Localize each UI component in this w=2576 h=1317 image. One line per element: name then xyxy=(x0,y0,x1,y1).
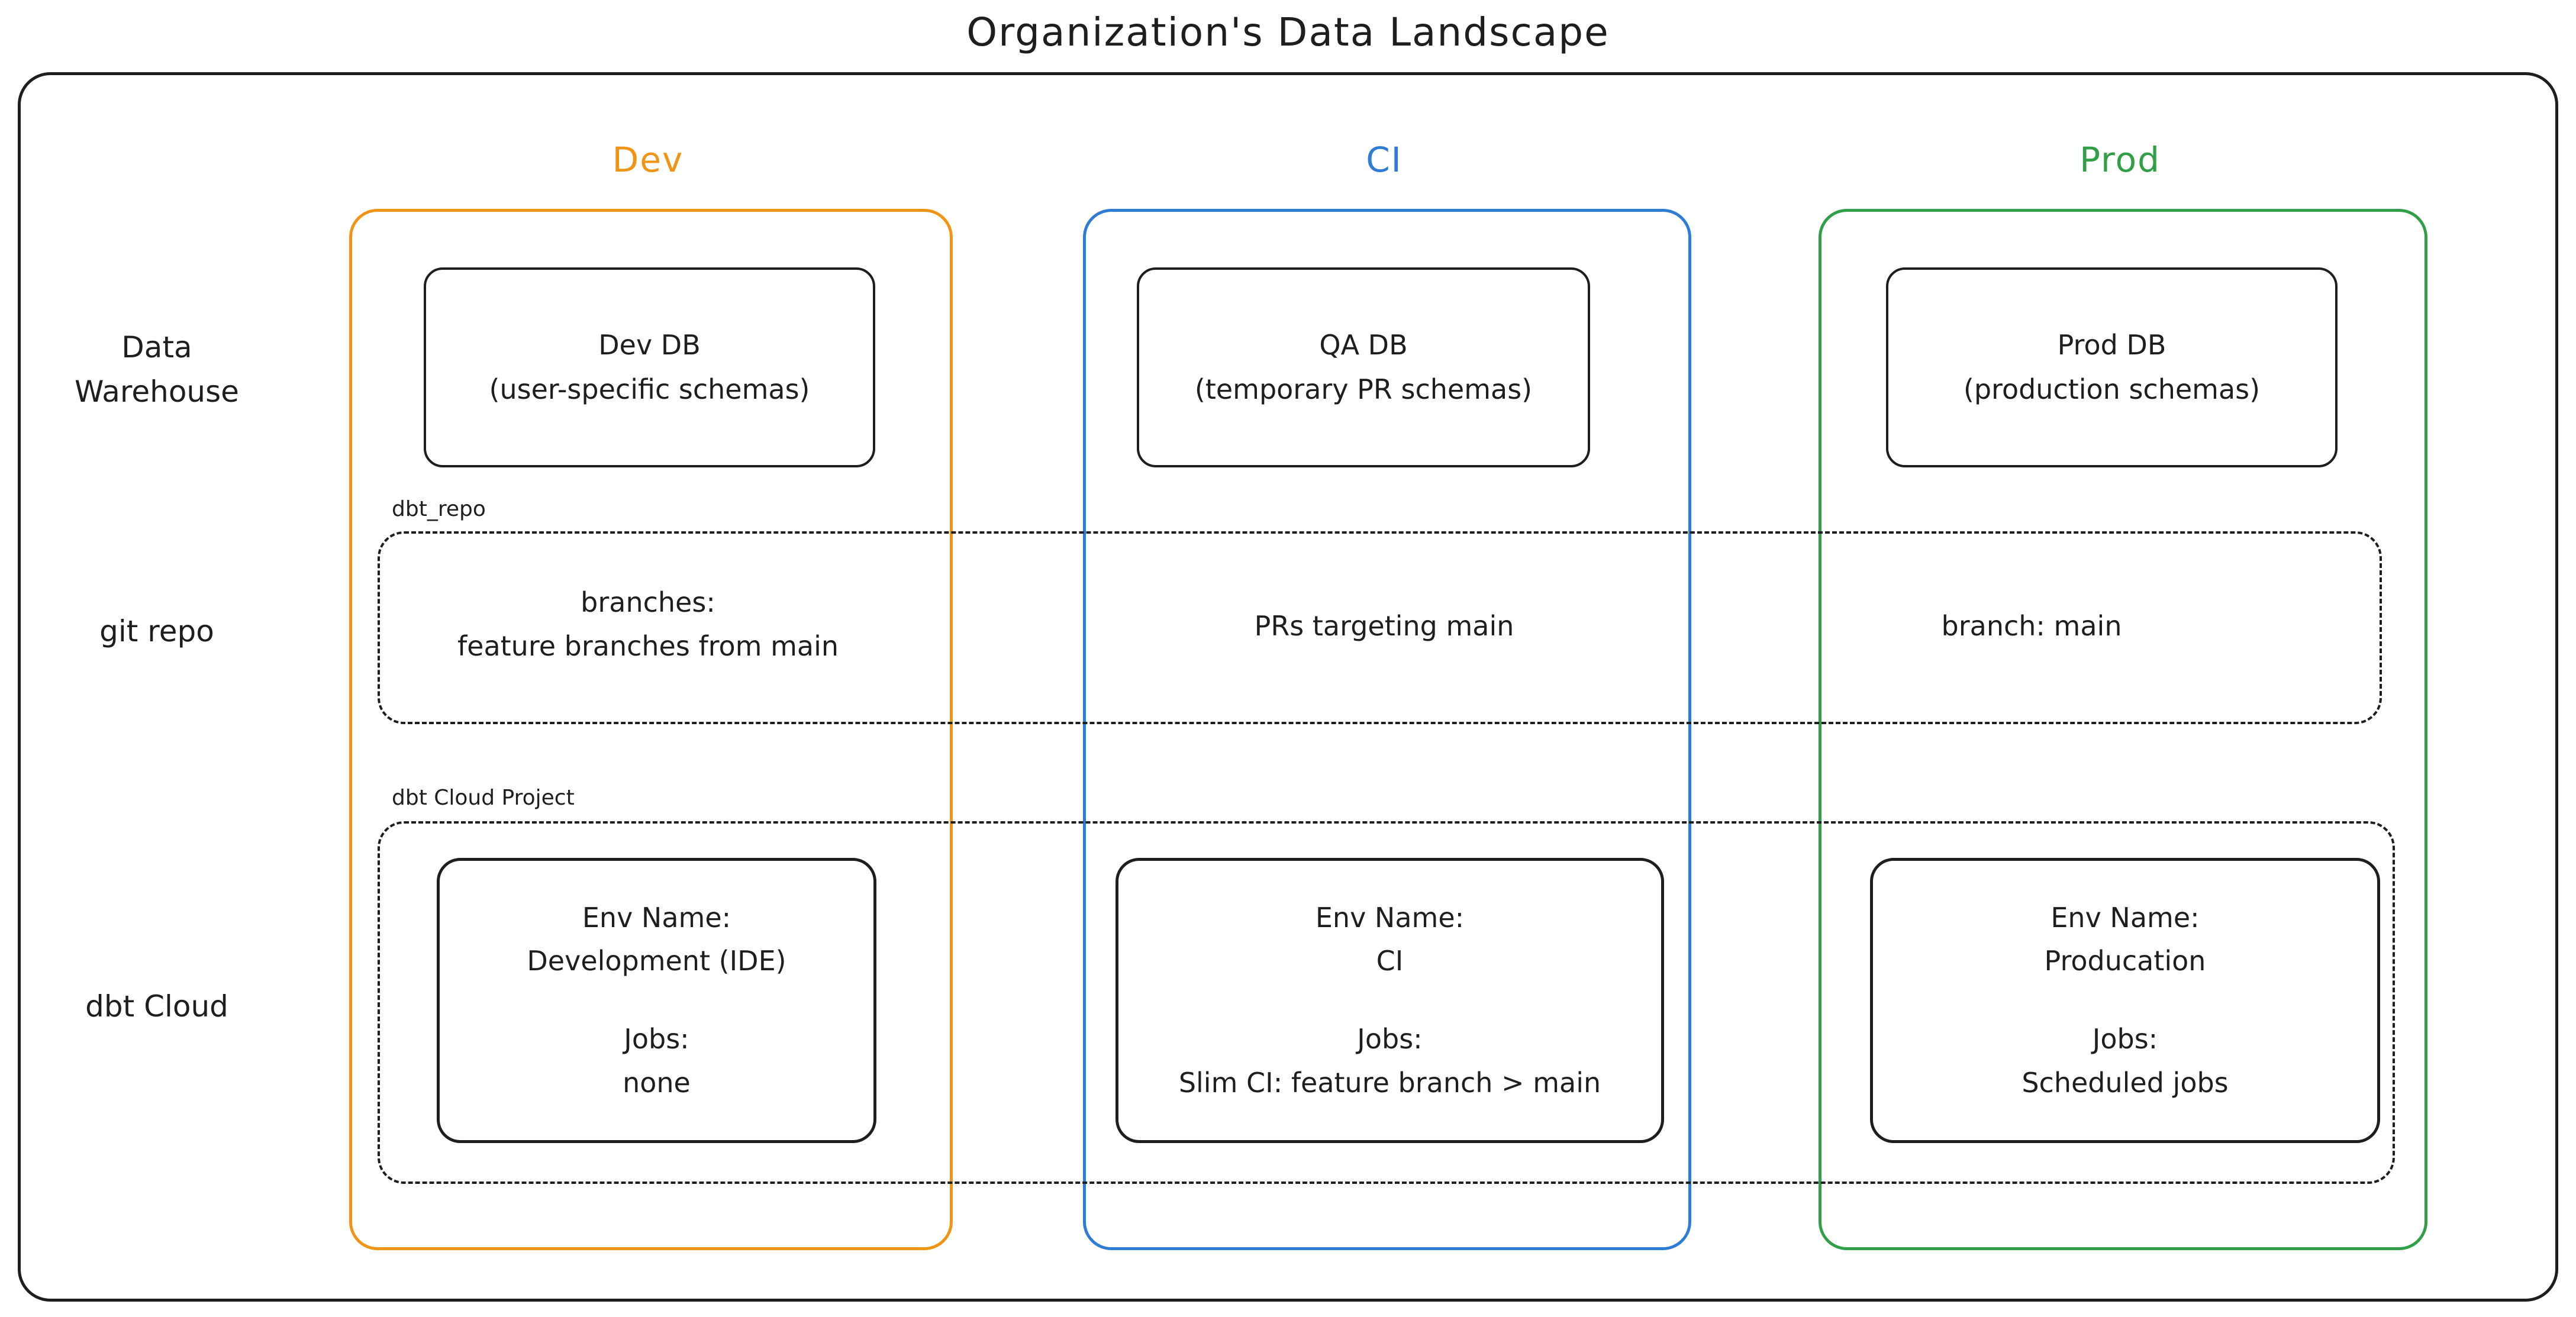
dbt-env-box-ci: Env Name: CI Jobs: Slim CI: feature bran… xyxy=(1115,858,1664,1143)
ci-jobs-label: Jobs: xyxy=(1357,1023,1423,1055)
ci-jobs-value: Slim CI: feature branch > main xyxy=(1178,1066,1601,1099)
dev-jobs-value: none xyxy=(623,1066,691,1099)
prod-env-name-label: Env Name: xyxy=(2051,901,2200,934)
row-label-dbt-cloud: dbt Cloud xyxy=(85,989,228,1024)
dbt-env-box-prod: Env Name: Producation Jobs: Scheduled jo… xyxy=(1870,858,2380,1143)
prod-db-description: (production schemas) xyxy=(1963,373,2261,405)
column-header-ci: CI xyxy=(1366,140,1403,180)
git-text-prod-line1: branch: main xyxy=(1941,610,2122,642)
diagram-title: Organization's Data Landscape xyxy=(966,9,1610,55)
dev-jobs-label: Jobs: xyxy=(624,1023,689,1055)
dev-env-name-label: Env Name: xyxy=(582,901,731,934)
git-text-ci: PRs targeting main xyxy=(1083,605,1685,648)
dev-jobs-stanza: Jobs: none xyxy=(623,1018,691,1105)
prod-env-name-stanza: Env Name: Producation xyxy=(2045,896,2206,983)
git-text-dev: branches: feature branches from main xyxy=(349,581,947,668)
dev-db-description: (user-specific schemas) xyxy=(489,373,810,405)
dev-env-name-stanza: Env Name: Development (IDE) xyxy=(527,896,786,983)
dbt-env-box-dev: Env Name: Development (IDE) Jobs: none xyxy=(437,858,876,1143)
prod-db-box: Prod DB (production schemas) xyxy=(1886,267,2338,467)
dbt-project-dashed-box xyxy=(378,821,2395,1184)
dbt-project-box-label: dbt Cloud Project xyxy=(392,786,575,810)
qa-db-description: (temporary PR schemas) xyxy=(1194,373,1533,405)
landscape-outer-box xyxy=(18,72,2558,1302)
dev-environment-container xyxy=(349,209,953,1250)
dev-db-name: Dev DB xyxy=(598,329,701,361)
prod-db-name: Prod DB xyxy=(2057,329,2166,361)
git-text-ci-line1: PRs targeting main xyxy=(1254,610,1514,642)
git-text-dev-line2: feature branches from main xyxy=(457,630,839,662)
git-text-dev-line1: branches: xyxy=(581,586,715,618)
prod-environment-container xyxy=(1819,209,2427,1250)
prod-jobs-stanza: Jobs: Scheduled jobs xyxy=(2022,1018,2228,1105)
prod-jobs-label: Jobs: xyxy=(2092,1023,2158,1055)
dev-db-box: Dev DB (user-specific schemas) xyxy=(424,267,875,467)
git-text-prod: branch: main xyxy=(1685,605,2378,648)
column-header-prod: Prod xyxy=(2080,140,2161,180)
row-label-git-repo: git repo xyxy=(99,614,214,648)
row-label-data-warehouse: Data Warehouse xyxy=(75,330,239,409)
ci-env-name-stanza: Env Name: CI xyxy=(1316,896,1464,983)
git-repo-box-label: dbt_repo xyxy=(392,497,486,521)
git-repo-dashed-box xyxy=(378,531,2382,724)
ci-env-name-label: Env Name: xyxy=(1315,901,1465,934)
ci-env-name-value: CI xyxy=(1376,945,1404,977)
prod-jobs-value: Scheduled jobs xyxy=(2022,1066,2229,1099)
column-header-dev: Dev xyxy=(612,140,684,180)
ci-environment-container xyxy=(1083,209,1691,1250)
ci-jobs-stanza: Jobs: Slim CI: feature branch > main xyxy=(1179,1018,1601,1105)
qa-db-box: QA DB (temporary PR schemas) xyxy=(1137,267,1590,467)
dev-env-name-value: Development (IDE) xyxy=(527,945,786,977)
prod-env-name-value: Producation xyxy=(2044,945,2206,977)
qa-db-name: QA DB xyxy=(1319,329,1408,361)
